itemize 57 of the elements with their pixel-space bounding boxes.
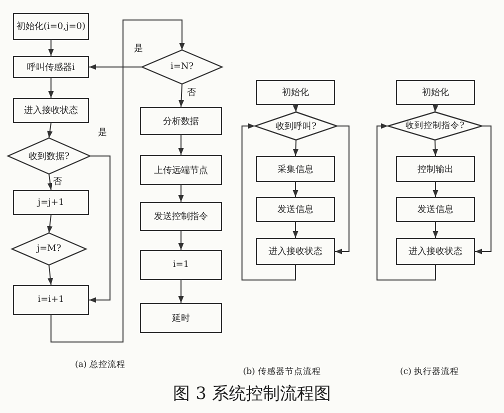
process-box: 进入接收状态	[396, 238, 475, 265]
figure-title: 图 3 系统控制流程图	[172, 383, 332, 405]
process-box: 进入接收状态	[13, 98, 89, 123]
arrow	[432, 222, 438, 238]
arrow	[242, 123, 296, 280]
arrow	[50, 20, 185, 342]
arrow	[292, 104, 298, 112]
process-box: 分析数据	[140, 107, 222, 135]
arrow	[292, 222, 298, 238]
arrow	[47, 174, 53, 190]
arrow	[178, 84, 184, 108]
process-box: 上传远端节点	[140, 155, 222, 185]
edge-label: 是	[133, 44, 144, 55]
edge-label: 否	[52, 177, 63, 188]
process-box: 进入接收状态	[256, 238, 335, 265]
arrow	[47, 214, 53, 234]
process-box: 发送信息	[396, 197, 475, 222]
decision-diamond: 收到数据?	[8, 138, 90, 174]
arrow	[334, 126, 350, 254]
process-box: j=j+1	[13, 190, 89, 215]
arrow	[432, 182, 438, 198]
subfigure-caption: (c) 执行器流程	[400, 366, 460, 378]
decision-diamond: i=N?	[142, 50, 222, 84]
process-box: 初始化(i=0,j=0)	[13, 13, 89, 40]
edge-label: 否	[186, 88, 197, 99]
arrow	[376, 123, 436, 280]
decision-diamond: 收到呼叫?	[255, 112, 337, 140]
process-box: 发送信息	[256, 197, 335, 222]
arrow	[48, 264, 54, 286]
arrow	[292, 182, 298, 198]
arrow	[178, 184, 184, 202]
subfigure-caption: (b) 传感器节点流程	[243, 366, 321, 378]
arrow	[88, 156, 110, 303]
process-box: i=i+1	[13, 285, 89, 315]
process-box: 采集信息	[256, 156, 335, 182]
arrow	[432, 140, 438, 156]
process-box: 初始化	[256, 80, 335, 105]
process-box: 延时	[140, 303, 222, 333]
arrow	[178, 134, 184, 156]
process-box: i=1	[140, 250, 222, 280]
arrow	[474, 126, 492, 254]
arrow	[292, 140, 299, 156]
arrow	[432, 104, 438, 112]
arrow	[178, 280, 184, 304]
decision-diamond: j=M?	[12, 233, 86, 265]
decision-diamond: 收到控制指令?	[388, 112, 482, 140]
process-box: 初始化	[396, 80, 475, 105]
arrow	[48, 78, 54, 98]
arrow	[88, 64, 142, 70]
process-box: 呼叫传感器i	[13, 56, 89, 78]
arrow	[47, 122, 53, 138]
process-box: 发送控制指令	[140, 202, 222, 231]
arrow	[48, 40, 54, 56]
process-box: 控制输出	[396, 156, 475, 182]
subfigure-caption: (a) 总控流程	[75, 359, 126, 371]
arrow	[178, 230, 184, 250]
edge-label: 是	[97, 128, 108, 139]
